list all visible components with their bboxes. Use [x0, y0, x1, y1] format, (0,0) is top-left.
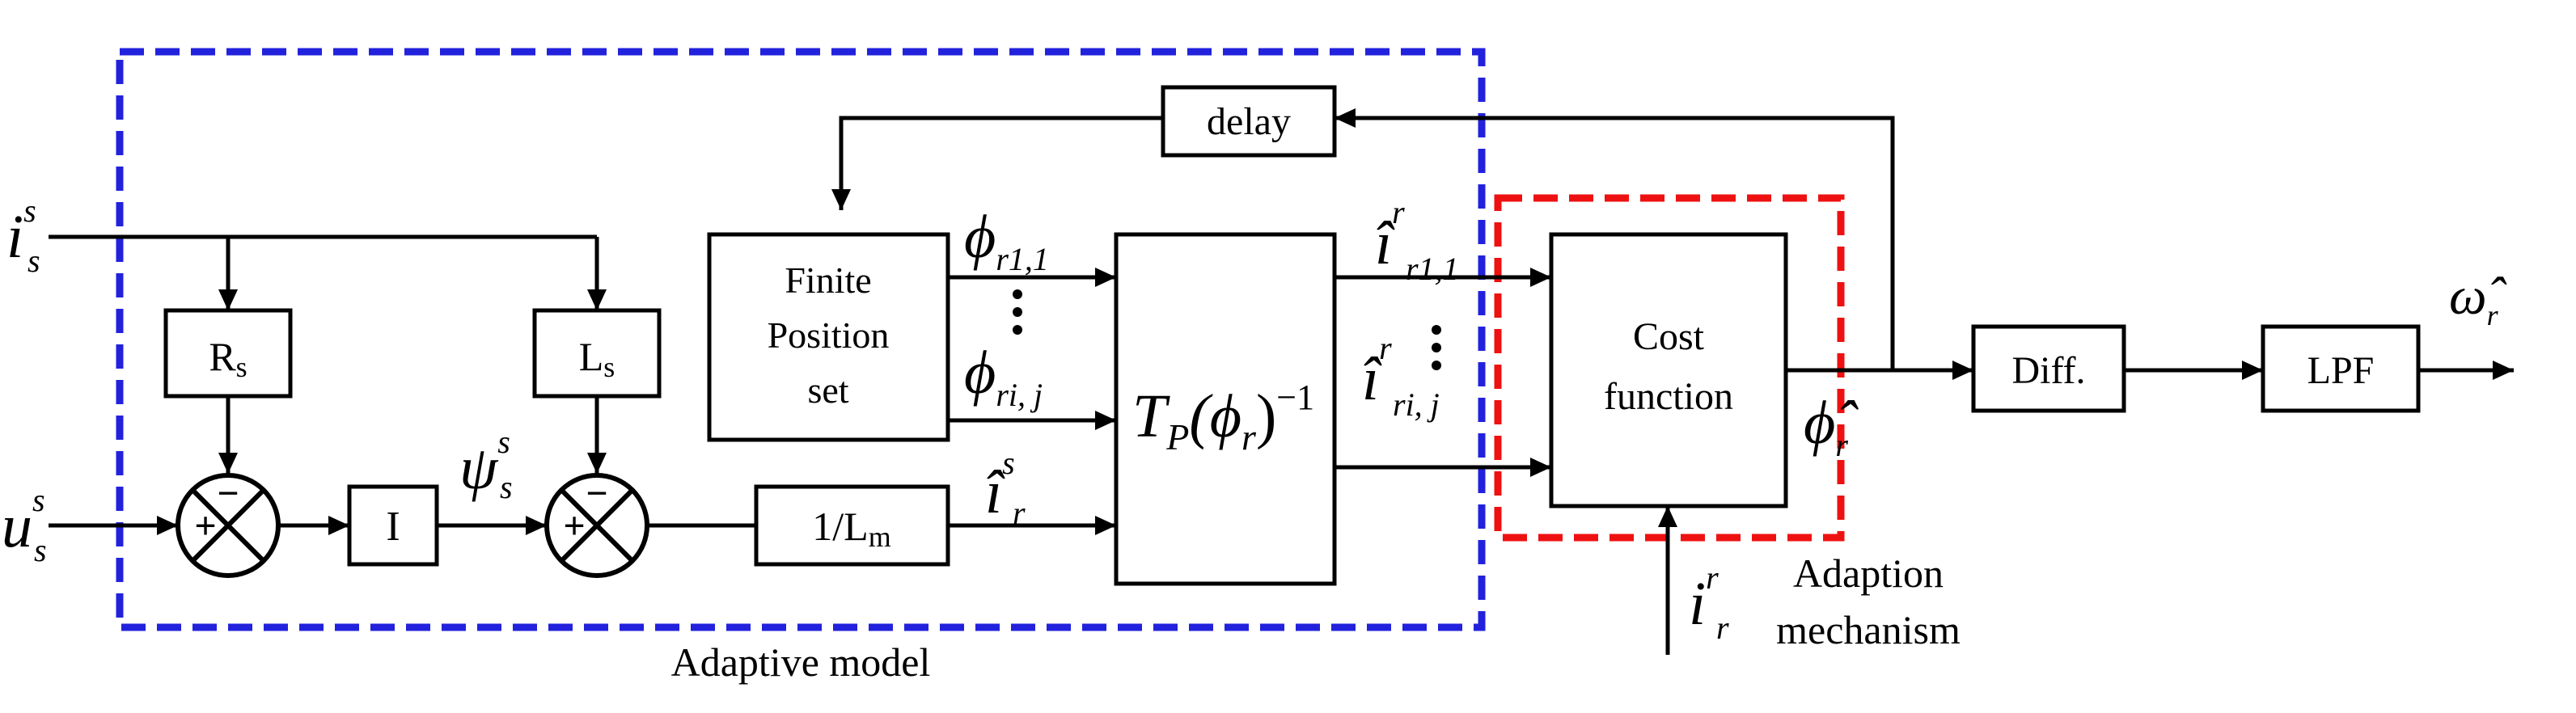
diff-label: Diff.: [2011, 349, 2085, 392]
arrowhead: [218, 453, 238, 474]
arrowhead: [526, 516, 547, 535]
inv-lm-label: 1/Lm: [812, 504, 890, 553]
arrowhead: [1095, 268, 1116, 287]
arrowheads: [157, 108, 2514, 535]
finite-label-line2: Position: [768, 314, 890, 356]
transform-label: TP(ϕr)−1: [1132, 378, 1314, 458]
arrowhead: [1658, 506, 1677, 527]
delay-block: [1161, 85, 1337, 158]
sum1-minus-sign: −: [217, 472, 239, 515]
ellipsis-dot: [1432, 361, 1441, 370]
arrowhead: [1952, 361, 1973, 380]
ellipsis-dot: [1013, 307, 1022, 317]
phi-rij-signal-label: ϕri, j: [964, 339, 1043, 413]
cost-label-line1: Cost: [1633, 315, 1705, 358]
ellipsis-dot: [1013, 289, 1022, 299]
summing-junction-1: + −: [176, 472, 281, 578]
adaption-label-line1: Adaption: [1793, 551, 1944, 596]
integrator-block: [347, 484, 439, 567]
arrowhead: [1095, 516, 1116, 535]
sum-cross: [559, 487, 635, 563]
phi-r11-signal-label: ϕr1,1: [964, 203, 1049, 277]
rs-block: [163, 308, 293, 399]
delay-label: delay: [1207, 100, 1291, 143]
ellipsis-dot: [1013, 325, 1022, 335]
ls-block: [532, 308, 662, 399]
ihat-rij-signal-label: îrri, j: [1362, 330, 1440, 423]
sum1-plus-sign: +: [194, 504, 216, 547]
cost-function-block: [1549, 232, 1788, 508]
finite-label-line3: set: [807, 369, 848, 411]
arrowhead: [587, 453, 607, 474]
inv-lm-block: [754, 484, 950, 567]
sum2-plus-sign: +: [563, 504, 585, 547]
rs-label: Rs: [209, 334, 247, 383]
arrowhead: [831, 189, 851, 210]
adaptive-model-region: [116, 48, 1486, 631]
lpf-block: [2261, 324, 2421, 413]
wire-feedback-to-delay: [1335, 116, 1895, 370]
arrowhead: [1095, 411, 1116, 430]
sum2-minus-sign: −: [586, 472, 607, 515]
omega-hat-output-label: ω̂r: [2449, 267, 2507, 331]
sum-cross: [190, 487, 266, 563]
lpf-label: LPF: [2307, 349, 2375, 392]
ellipsis-phi: [1013, 289, 1022, 335]
ihat-r11-signal-label: îrr1,1: [1375, 194, 1459, 287]
arrowhead: [1335, 108, 1356, 128]
arrowhead: [218, 289, 238, 310]
transform-block: [1114, 232, 1337, 586]
wires: [49, 116, 2514, 655]
ellipsis-dot: [1432, 343, 1441, 352]
integrator-label: I: [386, 504, 400, 550]
arrowhead: [328, 516, 349, 535]
finite-label-line1: Finite: [785, 259, 871, 301]
arrowhead: [157, 516, 178, 535]
arrowhead: [1530, 458, 1551, 477]
arrowhead: [2242, 361, 2263, 380]
wire-delay-to-finite: [839, 116, 1163, 210]
ellipsis-dot: [1432, 325, 1441, 335]
finite-position-set-block: [707, 232, 950, 442]
ellipsis-ihat: [1432, 325, 1441, 370]
arrowhead: [1530, 268, 1551, 287]
phi-hat-output-label: ϕ̂r: [1804, 389, 1859, 463]
ls-label: Ls: [579, 334, 615, 383]
diff-block: [1971, 324, 2126, 413]
arrowhead: [587, 289, 607, 310]
adaption-label-line2: mechanism: [1776, 607, 1961, 652]
cost-label-line2: function: [1604, 375, 1733, 418]
adaptive-model-label: Adaptive model: [671, 639, 931, 685]
summing-junction-2: + −: [544, 472, 649, 578]
arrowhead: [2493, 361, 2514, 380]
